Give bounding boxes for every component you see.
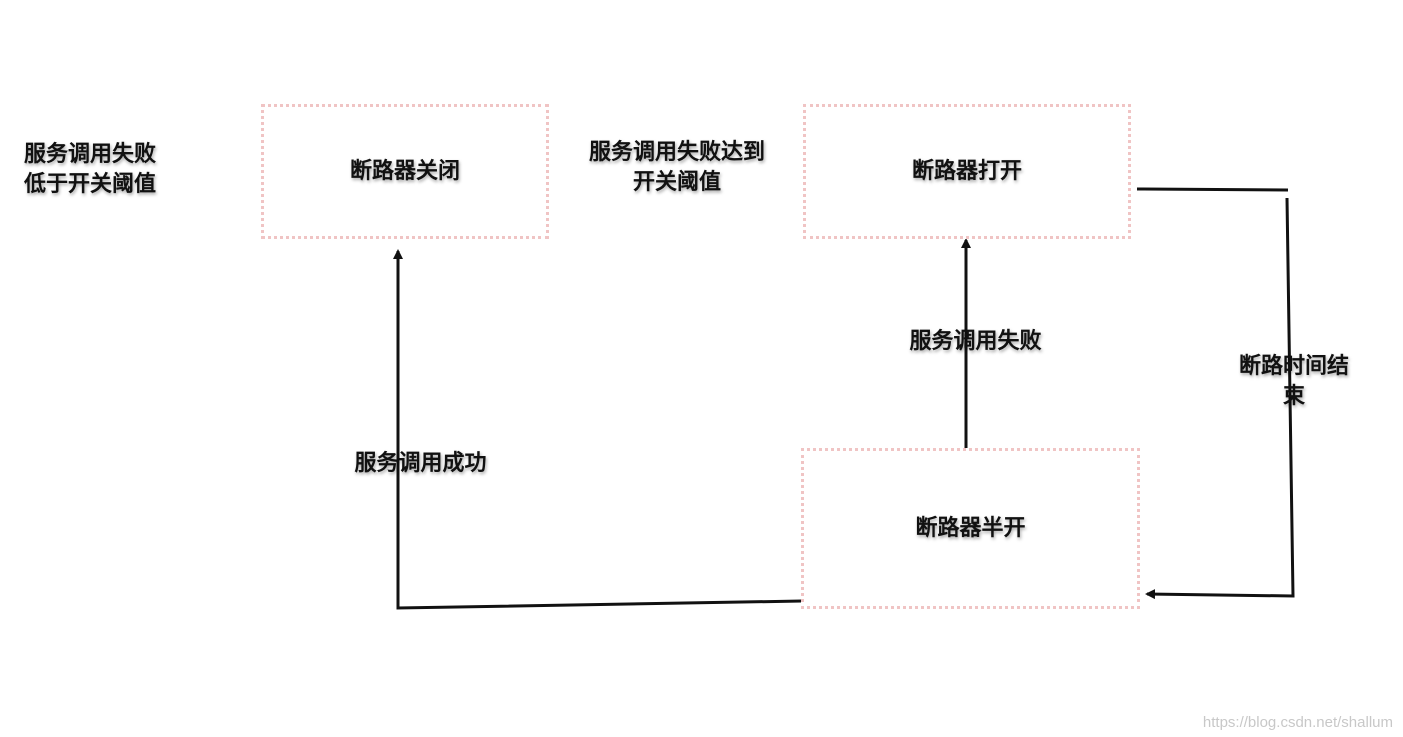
label-half-open-to-closed: 服务调用成功: [354, 451, 487, 476]
state-open-label: 断路器打开: [911, 158, 1022, 184]
edge-open-to-half-open: [1136, 187, 1295, 596]
state-closed-label: 断路器关闭: [349, 158, 460, 184]
label-half-open-to-open: 服务调用失败: [909, 329, 1042, 354]
state-closed-box: 断路器关闭: [261, 104, 549, 239]
label-open-to-half-open: 断路时间结 束: [1238, 354, 1349, 409]
edge-half-open-to-closed: [393, 249, 803, 610]
state-half-open-label: 断路器半开: [915, 515, 1026, 541]
label-closed-self: 服务调用失败 低于开关阈值: [23, 142, 156, 197]
label-closed-to-open: 服务调用失败达到 开关阈值: [588, 140, 765, 195]
watermark-url: https://blog.csdn.net/shallum: [1202, 714, 1393, 731]
state-half-open-box: 断路器半开: [801, 448, 1140, 609]
state-open-box: 断路器打开: [803, 104, 1131, 239]
